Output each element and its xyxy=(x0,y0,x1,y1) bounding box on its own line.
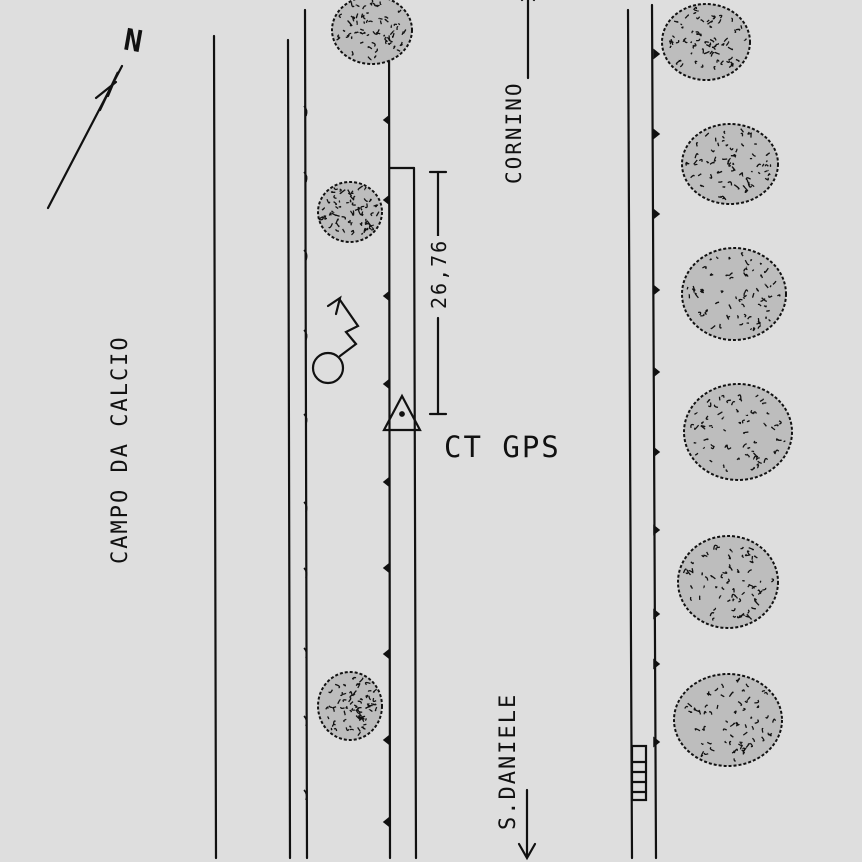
distance-dimension xyxy=(428,170,448,416)
south-direction-arrow xyxy=(517,788,537,861)
edge-tick-mark xyxy=(382,194,390,206)
north-direction-arrow xyxy=(520,0,536,80)
curb-hatch-mark xyxy=(303,105,308,117)
edge-tick-mark xyxy=(653,366,661,378)
curb-hatch-mark xyxy=(303,715,308,727)
tree-icon xyxy=(661,3,751,81)
tree-icon xyxy=(681,123,779,205)
curb-hatch-mark xyxy=(303,171,308,183)
edge-tick-mark xyxy=(653,608,661,620)
curb-hatch-mark xyxy=(303,329,308,341)
edge-tick-mark xyxy=(382,734,390,746)
tree-icon xyxy=(317,671,383,741)
edge-tick-mark xyxy=(653,284,661,296)
edge-tick-mark xyxy=(653,208,661,220)
edge-tick-mark xyxy=(382,114,390,126)
curb-hatch-mark xyxy=(303,567,308,579)
steps-symbol xyxy=(630,744,648,802)
tree-icon xyxy=(677,535,779,629)
tree-icon xyxy=(317,181,383,243)
tree-icon xyxy=(673,673,783,767)
left-curb-outer-line xyxy=(286,38,292,860)
curb-hatch-mark xyxy=(303,413,308,425)
distance-label: 26,76 xyxy=(427,235,451,312)
north-arrow-icon xyxy=(46,64,124,210)
edge-tick-mark xyxy=(653,446,661,458)
edge-tick-mark xyxy=(653,524,661,536)
left-curb-inner-line xyxy=(303,8,309,860)
station-label: CT GPS xyxy=(444,430,561,464)
tree-icon xyxy=(681,247,787,341)
edge-tick-mark xyxy=(653,736,661,748)
edge-tick-mark xyxy=(382,476,390,488)
curb-hatch-mark xyxy=(303,501,308,513)
curb-hatch-mark xyxy=(303,647,308,659)
direction-label-north: CORNINO xyxy=(502,81,526,184)
field-label: CAMPO DA CALCIO xyxy=(108,335,133,564)
edge-tick-mark xyxy=(382,648,390,660)
edge-tick-mark xyxy=(653,48,661,60)
field-edge-line xyxy=(212,34,218,860)
tree-icon xyxy=(331,0,413,65)
left-road-edge-line-2 xyxy=(412,166,418,860)
direction-label-south: S.DANIELE xyxy=(496,692,521,830)
right-road-edge-line xyxy=(626,8,634,860)
curb-hatch-mark xyxy=(303,789,308,801)
edge-tick-mark xyxy=(382,290,390,302)
lamp-post-icon xyxy=(311,295,360,385)
edge-tick-mark xyxy=(653,128,661,140)
edge-tick-mark xyxy=(382,816,390,828)
tree-icon xyxy=(683,383,793,481)
edge-tick-mark xyxy=(653,658,661,670)
edge-tick-mark xyxy=(382,562,390,574)
triangle-benchmark-icon xyxy=(382,393,422,432)
right-sidewalk-line xyxy=(650,3,658,860)
curb-hatch-mark xyxy=(303,249,308,261)
edge-tick-mark xyxy=(382,378,390,390)
